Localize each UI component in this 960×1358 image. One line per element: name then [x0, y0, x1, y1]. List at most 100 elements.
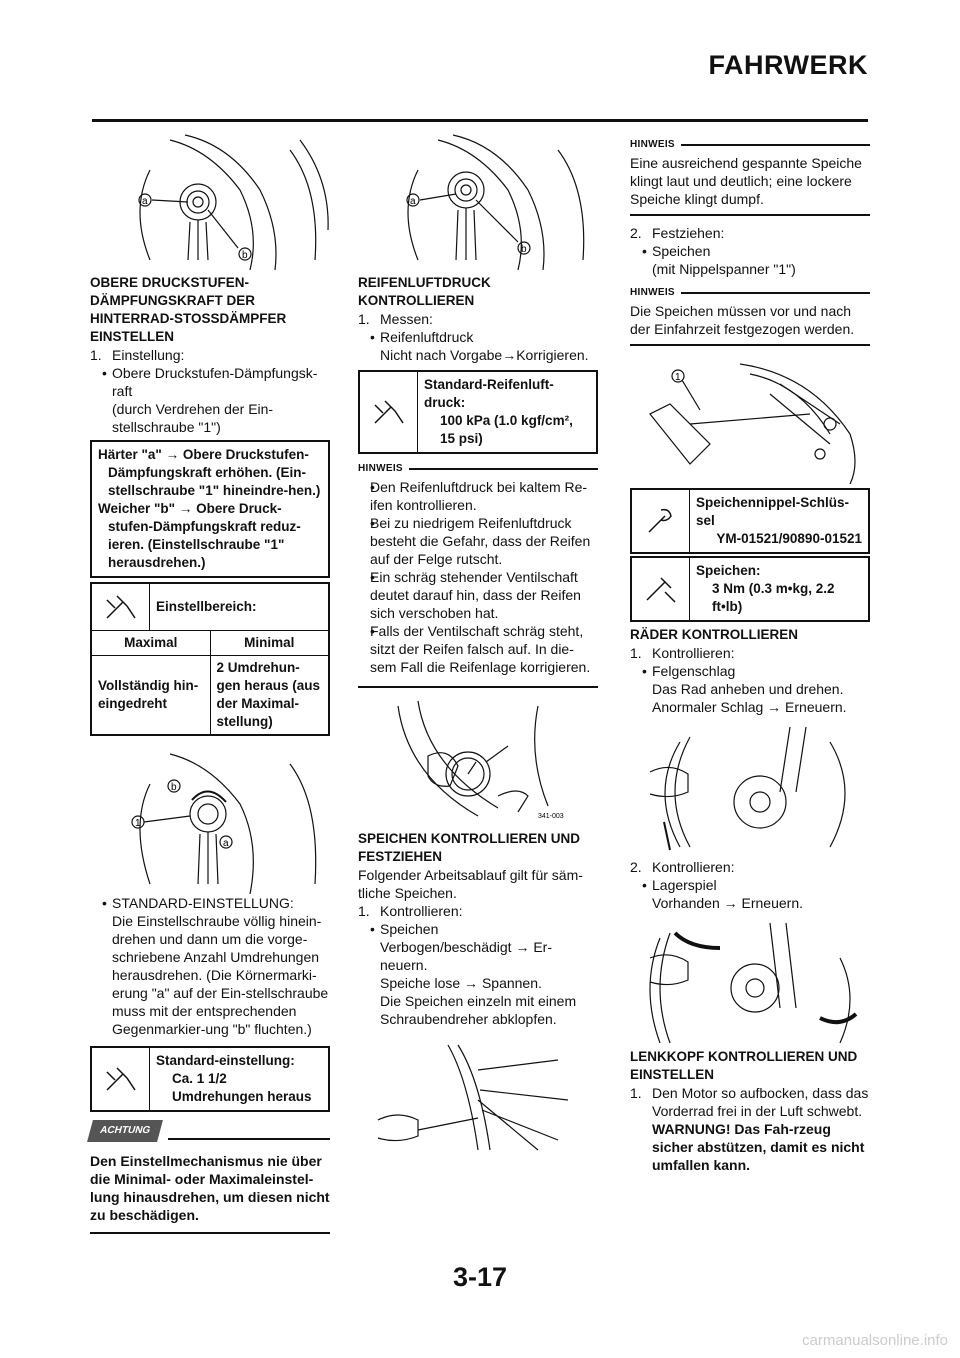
watermark: carmanualsonline.info — [802, 1332, 948, 1349]
step-number: 1. — [358, 903, 370, 919]
torque-box: Speichen: 3 Nm (0.3 m•kg, 2.2 ft•lb) — [630, 556, 870, 622]
section-heading-steering: LENKKOPF KONTROLLIEREN UND EINSTELLEN — [630, 1049, 858, 1082]
spoke-wrench-icon — [632, 490, 690, 552]
page-section-title: FAHRWERK — [708, 50, 868, 80]
wrench-icon — [92, 584, 150, 630]
step-text: Kontrollieren: — [380, 903, 463, 919]
step-text: Kontrollieren: — [652, 645, 735, 661]
note-item: Ein schräg stehender Ventilschaft deutet… — [358, 568, 598, 622]
note-label: HINWEIS — [630, 287, 675, 298]
figure-spoke-tap — [358, 1040, 598, 1160]
torque-value: 3 Nm (0.3 m•kg, 2.2 ft•lb) — [712, 581, 835, 614]
intro-text: Folgender Arbeitsablauf gilt für säm-tli… — [358, 867, 583, 901]
bullet-item: Obere Druckstufen-Dämpfungsk-raft — [90, 364, 330, 400]
fig-code: 341-003 — [538, 813, 564, 820]
step-text: Einstellung: — [112, 347, 185, 363]
column-2: a b REIFENLUFTDRUCK KONTROLLIEREN 1. Mess… — [358, 130, 598, 1160]
figure-adjuster-marks: 1 b a — [90, 744, 330, 894]
note-item: Den Reifenluftdruck bei kaltem Re-ifen k… — [358, 478, 598, 514]
soft-line-b: stufen-Dämpfungskraft reduz-ieren. (Eins… — [108, 519, 301, 570]
column-3: HINWEIS Eine ausreichend gespannte Speic… — [630, 136, 870, 1174]
note-text-2: Die Speichen müssen vor und nach der Ein… — [630, 303, 855, 337]
pressure-box: Standard-Reifenluft-druck: 100 kPa (1.0 … — [358, 370, 598, 454]
page-number: 3-17 — [452, 1262, 508, 1292]
step-number: 1. — [90, 347, 102, 363]
bullet-sub: Das Rad anheben und drehen. — [652, 681, 844, 697]
wrench-icon — [92, 1048, 150, 1110]
hard-line-b: Dämpfungskraft erhöhen. (Ein-stellschrau… — [108, 465, 321, 498]
note-label: HINWEIS — [630, 139, 675, 150]
note-header-2: HINWEIS — [630, 284, 870, 302]
column-1: a b OBERE DRUCKSTUFEN- DÄMPFUNGSKRAFT DE… — [87, 130, 330, 1234]
caution-header: ACHTUNG — [87, 1120, 330, 1142]
bullet-sub: Anormaler Schlag → Erneuern. — [652, 699, 847, 715]
range-col-max: Maximal — [92, 630, 211, 656]
range-val-min: 2 Umdrehun-gen heraus (aus der Maximal-s… — [210, 655, 328, 734]
section-heading-spokes: SPEICHEN KONTROLLIEREN UND FESTZIEHEN — [358, 831, 581, 864]
bullet-sub: Verbogen/beschädigt → Er-neuern. — [380, 939, 552, 973]
note-list: Den Reifenluftdruck bei kaltem Re-ifen k… — [358, 478, 598, 676]
figure-shock-adjuster-top: a b — [90, 130, 330, 270]
bullet-sub: Die Speichen einzeln mit einem Schrauben… — [380, 993, 577, 1027]
section-heading: OBERE DRUCKSTUFEN- DÄMPFUNGSKRAFT DER HI… — [90, 275, 287, 344]
soft-line: Weicher "b" → Obere Druck- — [98, 501, 282, 516]
hard-line: Härter "a" → Obere Druckstufen- — [98, 447, 309, 462]
tool-title: Speichennippel-Schlüs-sel — [696, 495, 850, 528]
bullet-item: Felgenschlag — [630, 662, 870, 680]
step-number: 2. — [630, 859, 642, 875]
bullet-standard: STANDARD-EINSTELLUNG: — [90, 894, 330, 912]
fig-label-a: a — [142, 196, 148, 207]
note-end-rule — [358, 686, 598, 688]
step-text: Messen: — [380, 311, 433, 327]
range-col-min: Minimal — [210, 630, 328, 656]
fig-label-b: b — [242, 250, 248, 261]
section-heading: REIFENLUFTDRUCK KONTROLLIEREN — [358, 275, 491, 308]
step-text: Den Motor so aufbocken, dass das Vorderr… — [652, 1085, 869, 1119]
range-val-max: Vollständig hin-eingedreht — [92, 655, 211, 734]
torque-title: Speichen: — [696, 563, 761, 578]
torque-wrench-icon — [632, 558, 690, 620]
tool-box: Speichennippel-Schlüs-sel YM-01521/90890… — [630, 488, 870, 554]
caution-label: ACHTUNG — [87, 1120, 163, 1142]
figure-bearing-play — [630, 918, 870, 1048]
adjustment-box: Härter "a" → Obere Druckstufen- Dämpfung… — [90, 440, 330, 578]
note-header: HINWEIS — [358, 460, 598, 478]
range-title: Einstellbereich: — [156, 599, 257, 614]
pressure-title: Standard-Reifenluft-druck: — [424, 377, 554, 410]
section-heading-wheels: RÄDER KONTROLLIEREN — [630, 627, 798, 642]
step-number: 1. — [358, 311, 370, 327]
note-item: Bei zu niedrigem Reifenluftdruck besteht… — [358, 514, 598, 568]
figure-shock-adjuster-2: a b — [358, 130, 598, 270]
bullet-sub: Vorhanden → Erneuern. — [652, 895, 803, 911]
step-warning: WARNUNG! Das Fah-rzeug sicher abstützen,… — [652, 1121, 865, 1173]
step-number: 1. — [630, 1085, 642, 1101]
bullet-item: Reifenluftdruck — [358, 328, 598, 346]
step-text: Festziehen: — [652, 225, 725, 241]
bullet-sub: (mit Nippelspanner "1") — [652, 261, 796, 277]
caution-end-rule — [90, 1232, 330, 1234]
fig-label-a3: a — [410, 196, 416, 207]
caution-text: Den Einstellmechanismus nie über die Min… — [90, 1153, 330, 1223]
note-end-rule — [630, 344, 870, 346]
fig-label-b3: b — [521, 244, 527, 255]
figure-nipple-wrench: 1 — [630, 354, 870, 484]
note-text: Eine ausreichend gespannte Speiche kling… — [630, 155, 862, 207]
fig-label-1c: 1 — [675, 372, 681, 383]
note-header: HINWEIS — [630, 136, 870, 154]
step-text: Kontrollieren: — [652, 859, 735, 875]
header-rule — [92, 119, 868, 122]
bullet-sub: Speiche lose → Spannen. — [380, 975, 542, 991]
bullet-item: Speichen — [358, 920, 598, 938]
fig-label-a2: a — [223, 838, 229, 849]
bullet-item: Lagerspiel — [630, 876, 870, 894]
step-number: 2. — [630, 225, 642, 241]
std-value: Ca. 1 1/2 Umdrehungen heraus — [172, 1071, 312, 1104]
note-end-rule — [630, 214, 870, 216]
bullet-item: Speichen — [630, 242, 870, 260]
fig-label-b2: b — [171, 782, 177, 793]
note-item: Falls der Ventilschaft schräg steht, sit… — [358, 622, 598, 676]
bullet-standard-text: Die Einstellschraube völlig hinein-drehe… — [112, 913, 329, 1037]
step-number: 1. — [630, 645, 642, 661]
fig-label-1: 1 — [135, 818, 141, 829]
